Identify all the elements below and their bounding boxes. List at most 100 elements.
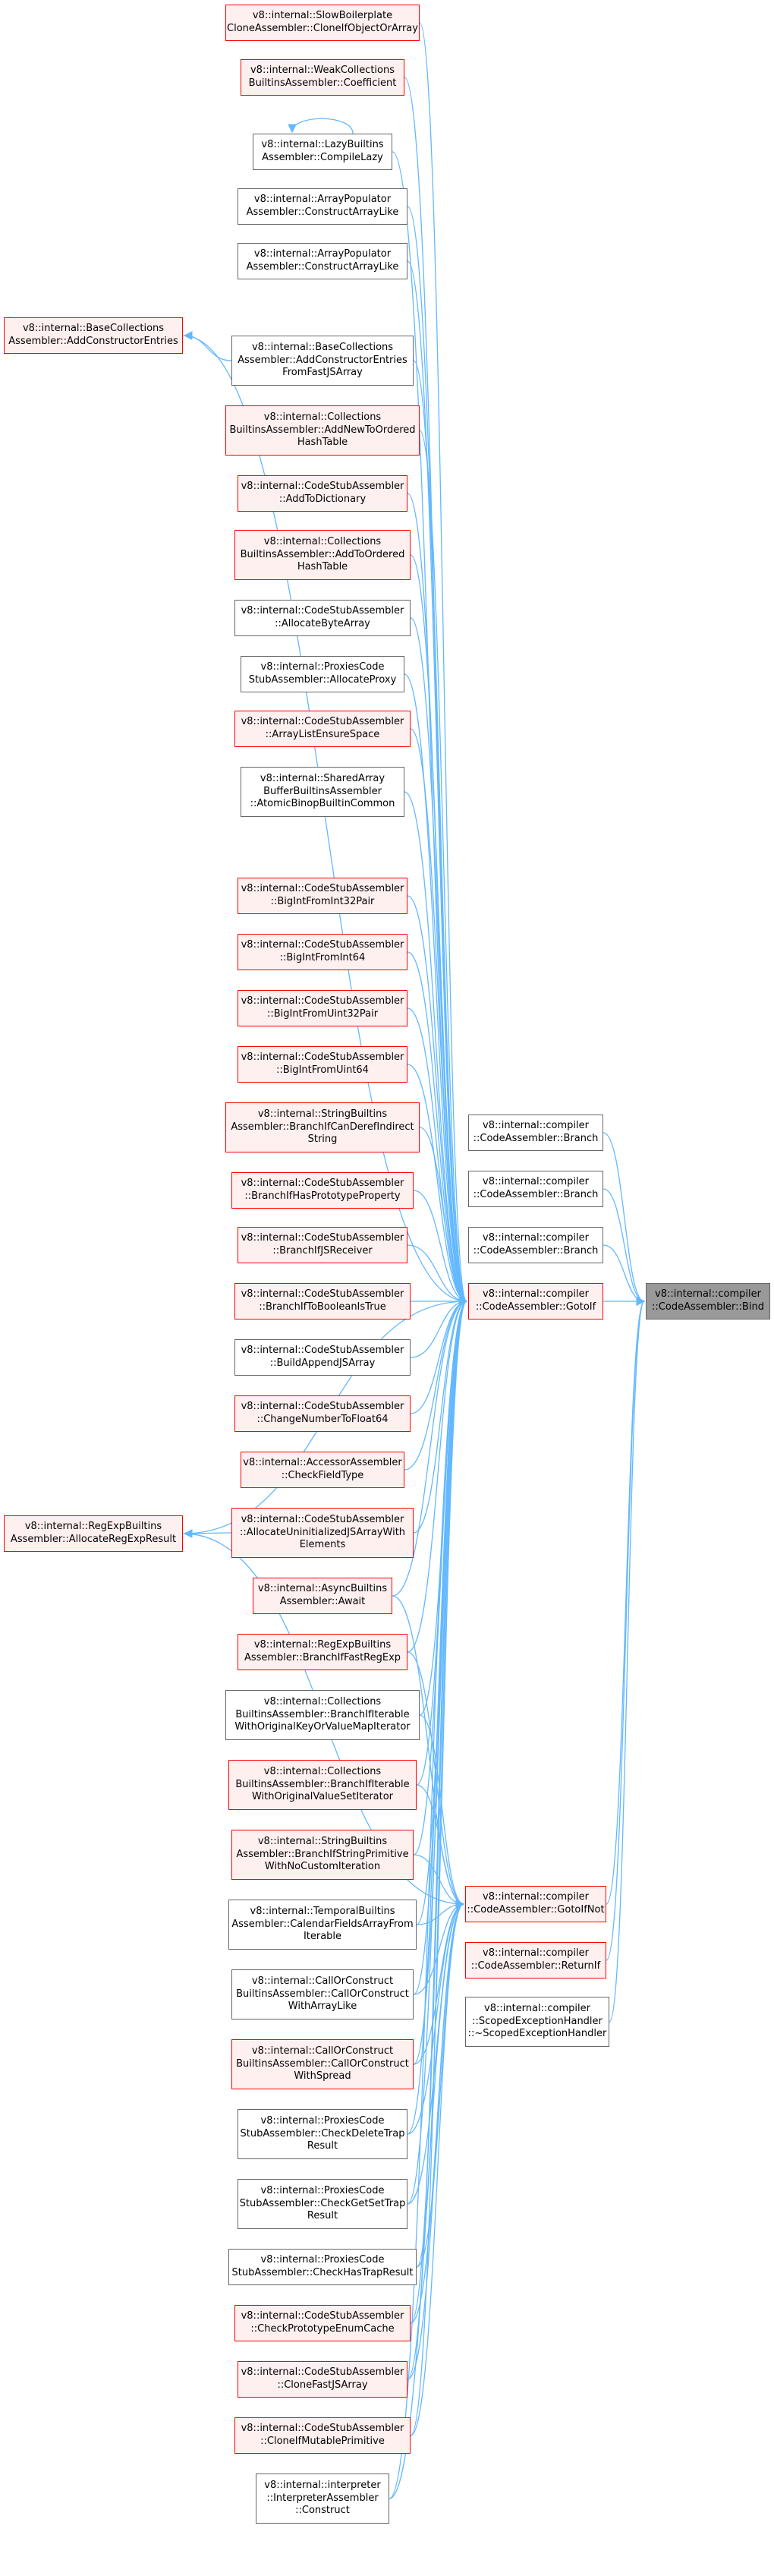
node-label-line: HashTable — [297, 561, 348, 573]
node-check-prototype-enum-cache[interactable]: v8::internal::CodeStubAssembler::CheckPr… — [234, 2305, 411, 2341]
node-label-line: ::AllocateByteArray — [275, 618, 370, 629]
node-label-line: WithOriginalValueSetIterator — [251, 1791, 394, 1803]
node-label-line: v8::internal::compiler — [655, 1288, 761, 1301]
edge-n_deltrap-to-n_gotoifnot — [407, 1900, 465, 2135]
edge-n_hasproto-to-n_gotoif — [413, 1190, 468, 1306]
node-label-line: Assembler::BranchIfCanDerefIndirect — [231, 1121, 414, 1133]
node-label-line: Result — [307, 2140, 338, 2152]
node-interpreter-construct[interactable]: v8::internal::interpreter::InterpreterAs… — [256, 2474, 389, 2524]
node-label-line: BuiltinsAssembler::AddNewToOrdered — [229, 424, 416, 436]
node-label-line: BufferBuiltinsAssembler — [263, 785, 382, 797]
node-build-append-jsarray[interactable]: v8::internal::CodeStubAssembler::BuildAp… — [234, 1339, 411, 1376]
node-clone-if-mutable-primitive[interactable]: v8::internal::CodeStubAssembler::CloneIf… — [234, 2417, 411, 2454]
node-code-assembler-branch-3[interactable]: v8::internal::compiler::CodeAssembler::B… — [468, 1227, 603, 1263]
edge-n_bytearr-to-n_gotoif — [410, 617, 468, 1306]
node-add-to-dictionary[interactable]: v8::internal::CodeStubAssembler::AddToDi… — [238, 475, 407, 512]
node-label-line: ::CheckFieldType — [281, 1470, 364, 1481]
node-bigint-from-int64[interactable]: v8::internal::CodeStubAssembler::BigIntF… — [238, 934, 407, 970]
edge-n_bcfast-to-n_gotoif — [413, 360, 468, 1306]
edge-n_branch1-to-n_bind — [603, 1132, 646, 1306]
node-allocate-uninitialized-jsarray[interactable]: v8::internal::CodeStubAssembler::Allocat… — [231, 1508, 414, 1558]
node-code-assembler-branch-2[interactable]: v8::internal::compiler::CodeAssembler::B… — [468, 1171, 603, 1207]
node-code-assembler-return-if[interactable]: v8::internal::compiler::CodeAssembler::R… — [465, 1942, 606, 1979]
edge-n_jsrecv-to-n_gotoif — [407, 1244, 468, 1306]
edge-n_lazy-to-n_lazy — [288, 118, 354, 134]
node-label-line: Result — [307, 2210, 338, 2222]
node-label-line: ::AddToDictionary — [278, 493, 367, 505]
node-label-line: ::BranchIfHasPrototypeProperty — [244, 1190, 401, 1202]
node-label-line: Assembler::CompileLazy — [262, 152, 383, 163]
node-label-line: BuiltinsAssembler::CallOrConstruct — [236, 2057, 409, 2070]
node-label-line: Assembler::ConstructArrayLike — [246, 207, 399, 218]
node-label-line: v8::internal::CodeStubAssembler — [241, 1345, 404, 1357]
node-branch-if-js-receiver[interactable]: v8::internal::CodeStubAssembler::BranchI… — [238, 1227, 407, 1263]
edge-n_await-to-n_gotoif — [392, 1297, 468, 1597]
node-label-line: ::BigIntFromUint32Pair — [266, 1008, 379, 1020]
edge-n_branch3-to-n_bind — [603, 1244, 646, 1306]
node-branch-if-to-boolean-is-true[interactable]: v8::internal::CodeStubAssembler::BranchI… — [234, 1283, 411, 1320]
node-accessor-check-field-type[interactable]: v8::internal::AccessorAssembler::CheckFi… — [241, 1452, 404, 1488]
node-scoped-exception-handler[interactable]: v8::internal::compiler::ScopedExceptionH… — [465, 1997, 609, 2047]
edge-n_fastregexp-to-n_gotoif — [407, 1297, 468, 1653]
node-label-line: ::~ScopedExceptionHandler — [467, 2028, 607, 2040]
node-label-line: ::CheckPrototypeEnumCache — [250, 2323, 395, 2335]
edge-n_bi64-to-n_gotoif — [407, 951, 468, 1306]
node-label-line: FromFastJSArray — [282, 367, 363, 379]
node-array-list-ensure-space[interactable]: v8::internal::CodeStubAssembler::ArrayLi… — [234, 711, 411, 747]
node-label-line: v8::internal::CodeStubAssembler — [241, 2366, 404, 2379]
node-bigint-from-uint64[interactable]: v8::internal::CodeStubAssembler::BigIntF… — [238, 1046, 407, 1083]
node-label-line: Assembler::BranchIfFastRegExp — [244, 1652, 401, 1663]
edge-n_arr2-to-n_gotoif — [407, 260, 468, 1306]
node-allocate-byte-array[interactable]: v8::internal::CodeStubAssembler::Allocat… — [234, 600, 411, 636]
node-label-line: CloneAssembler::CloneIfObjectOrArray — [227, 23, 418, 34]
node-clone-fast-jsarray[interactable]: v8::internal::CodeStubAssembler::CloneFa… — [238, 2361, 407, 2398]
node-label-line: ::CodeAssembler::Bind — [652, 1301, 764, 1313]
node-label-line: Assembler::AddConstructorEntries — [238, 354, 407, 366]
node-label-line: v8::internal::CodeStubAssembler — [241, 481, 404, 493]
node-label-line: Assembler::BranchIfStringPrimitive — [236, 1848, 409, 1860]
edge-n_branch2-to-n_bind — [603, 1188, 646, 1306]
edge-n_slow-to-n_gotoif — [419, 22, 468, 1306]
node-branch-if-has-prototype-property[interactable]: v8::internal::CodeStubAssembler::BranchI… — [231, 1172, 414, 1209]
node-change-number-to-float64[interactable]: v8::internal::CodeStubAssembler::ChangeN… — [234, 1395, 411, 1432]
node-label-line: v8::internal::compiler — [483, 1288, 589, 1301]
node-label-line: ::BuildAppendJSArray — [269, 1357, 376, 1369]
node-code-assembler-goto-if-not[interactable]: v8::internal::compiler::CodeAssembler::G… — [465, 1886, 606, 1922]
node-label-line: v8::internal::CodeStubAssembler — [241, 939, 404, 951]
node-label-line: v8::internal::ArrayPopulator — [253, 194, 392, 206]
node-code-assembler-goto-if[interactable]: v8::internal::compiler::CodeAssembler::G… — [468, 1283, 603, 1320]
node-label-line: v8::internal::CodeStubAssembler — [241, 1052, 404, 1064]
node-bigint-from-int32-pair[interactable]: v8::internal::CodeStubAssembler::BigIntF… — [238, 878, 407, 914]
node-label-line: v8::internal::CodeStubAssembler — [241, 2423, 404, 2435]
node-bigint-from-uint32-pair[interactable]: v8::internal::CodeStubAssembler::BigIntF… — [238, 990, 407, 1026]
node-code-assembler-branch-1[interactable]: v8::internal::compiler::CodeAssembler::B… — [468, 1115, 603, 1151]
node-label-line: ::CodeAssembler::Branch — [473, 1189, 599, 1200]
node-label-line: v8::internal::CodeStubAssembler — [241, 1178, 404, 1190]
node-label-line: ::AtomicBinopBuiltinCommon — [250, 798, 395, 810]
node-label-line: v8::internal::LazyBuiltins — [261, 139, 384, 151]
